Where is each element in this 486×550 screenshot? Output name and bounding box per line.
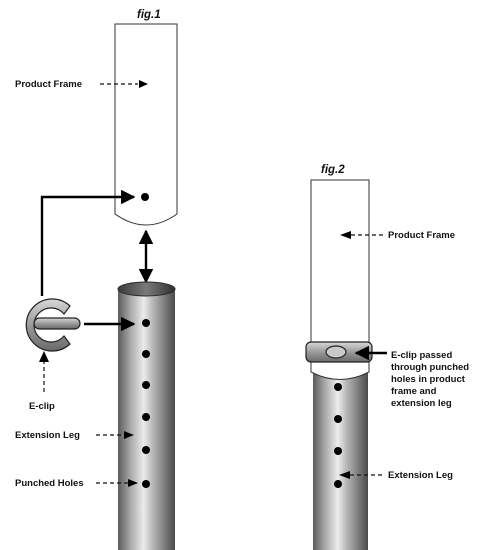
fig1-leg-hole: [142, 446, 150, 454]
fig1-e-clip-label: E-clip: [29, 401, 55, 412]
fig2-leg-hole: [334, 415, 342, 423]
fig1-leg-hole: [142, 413, 150, 421]
fig2-product-frame-arrow-icon: [340, 231, 351, 239]
fig2-leg-hole: [334, 383, 342, 391]
fig1-clip-to-frame-arrow: [40, 189, 136, 296]
e-clip-icon: [25, 298, 81, 352]
fig1-frame-hole: [141, 193, 149, 201]
fig2-e-clip-passed-line: extension leg: [391, 398, 452, 409]
fig1-punched-holes-label: Punched Holes: [15, 478, 84, 489]
fig2-e-clip-passed-line: E-clip passed: [391, 350, 452, 361]
fig1-product-frame: [114, 23, 178, 226]
fig1-leg-hole: [142, 480, 150, 488]
fig2-e-clip-passed-line: frame and: [391, 386, 437, 397]
fig2-extension-leg-label: Extension Leg: [388, 470, 453, 481]
fig2-e-clip-passed-label: E-clip passed through punched holes in p…: [391, 350, 472, 409]
fig2-leg-hole: [334, 447, 342, 455]
fig1-leg-hole: [142, 381, 150, 389]
fig2-product-frame: [310, 179, 370, 380]
fig1-leg-opening: [117, 281, 176, 297]
fig1-e-clip-arrow-icon: [39, 351, 49, 362]
fig1-product-frame-arrow-icon: [139, 80, 148, 88]
fig2-product-frame-label: Product Frame: [388, 230, 455, 241]
fig2-title: fig.2: [321, 164, 345, 176]
fig1-punched-holes-arrow-icon: [128, 479, 138, 487]
fig2-e-clip-passed-line: through punched: [391, 362, 469, 373]
fig1-leg-hole: [142, 350, 150, 358]
fig2-extension-leg-arrow-icon: [339, 471, 350, 479]
fig1-extension-leg-arrow-icon: [124, 431, 134, 439]
fig1-title: fig.1: [137, 9, 161, 21]
fig1-extension-leg-label: Extension Leg: [15, 430, 80, 441]
fig2-leg-hole: [334, 480, 342, 488]
fig2-e-clip-knob-icon: [325, 345, 347, 359]
fig1-product-frame-label: Product Frame: [15, 79, 82, 90]
fig1-leg-hole: [142, 319, 150, 327]
fig2-e-clip-passed-line: holes in product: [391, 374, 466, 385]
